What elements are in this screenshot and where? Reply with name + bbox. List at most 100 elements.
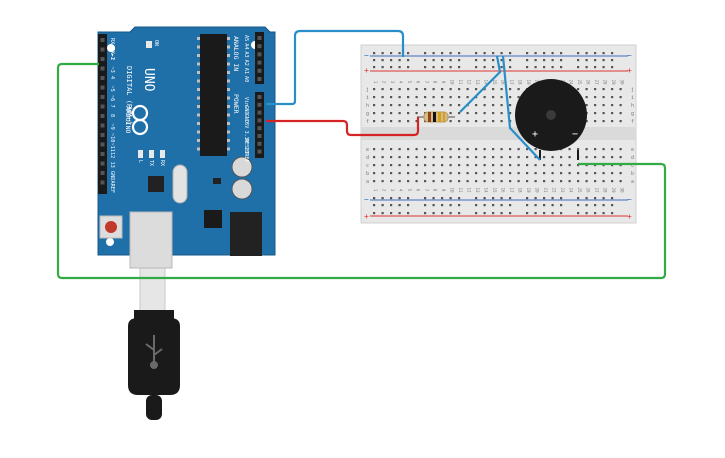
rail-hole[interactable]	[373, 204, 376, 207]
rail-hole[interactable]	[373, 197, 376, 200]
grid-hole[interactable]	[509, 104, 512, 107]
grid-hole[interactable]	[381, 172, 384, 175]
digital-pin-hole[interactable]	[100, 76, 105, 80]
grid-hole[interactable]	[415, 148, 418, 151]
rail-hole[interactable]	[585, 59, 588, 62]
rail-hole[interactable]	[509, 212, 512, 215]
rail-hole[interactable]	[458, 197, 461, 200]
grid-hole[interactable]	[509, 112, 512, 115]
resistor[interactable]	[417, 111, 455, 123]
grid-hole[interactable]	[619, 180, 622, 183]
analog-pin-hole[interactable]	[257, 44, 262, 49]
digital-pin-hole[interactable]	[100, 142, 105, 147]
grid-hole[interactable]	[585, 88, 588, 91]
grid-hole[interactable]	[611, 112, 614, 115]
grid-hole[interactable]	[407, 120, 410, 123]
digital-pin-hole[interactable]	[100, 114, 105, 118]
grid-hole[interactable]	[449, 112, 452, 115]
grid-hole[interactable]	[500, 180, 503, 183]
rail-hole[interactable]	[577, 212, 580, 215]
grid-hole[interactable]	[492, 172, 495, 175]
rail-hole[interactable]	[492, 66, 495, 69]
rail-hole[interactable]	[594, 52, 597, 55]
grid-hole[interactable]	[560, 180, 563, 183]
rail-hole[interactable]	[551, 197, 554, 200]
rail-hole[interactable]	[458, 66, 461, 69]
grid-hole[interactable]	[611, 180, 614, 183]
grid-hole[interactable]	[568, 156, 571, 159]
grid-hole[interactable]	[611, 120, 614, 123]
rail-hole[interactable]	[407, 197, 410, 200]
rail-hole[interactable]	[509, 52, 512, 55]
grid-hole[interactable]	[373, 120, 376, 123]
rail-hole[interactable]	[543, 197, 546, 200]
wire-green-loop[interactable]	[56, 62, 667, 280]
grid-hole[interactable]	[492, 120, 495, 123]
grid-hole[interactable]	[509, 88, 512, 91]
grid-hole[interactable]	[492, 180, 495, 183]
rail-hole[interactable]	[602, 52, 605, 55]
grid-hole[interactable]	[594, 112, 597, 115]
power-pin-hole[interactable]	[257, 102, 262, 107]
rail-hole[interactable]	[577, 204, 580, 207]
grid-hole[interactable]	[602, 88, 605, 91]
grid-hole[interactable]	[415, 120, 418, 123]
grid-hole[interactable]	[543, 164, 546, 167]
rail-hole[interactable]	[602, 59, 605, 62]
grid-hole[interactable]	[373, 88, 376, 91]
grid-hole[interactable]	[407, 104, 410, 107]
rail-hole[interactable]	[611, 66, 614, 69]
grid-hole[interactable]	[432, 180, 435, 183]
rail-hole[interactable]	[560, 197, 563, 200]
grid-hole[interactable]	[611, 96, 614, 99]
digital-pin-hole[interactable]	[100, 38, 105, 42]
grid-hole[interactable]	[594, 156, 597, 159]
grid-hole[interactable]	[398, 112, 401, 115]
grid-hole[interactable]	[458, 96, 461, 99]
rail-hole[interactable]	[560, 66, 563, 69]
digital-pin-hole[interactable]	[100, 171, 105, 175]
rail-hole[interactable]	[551, 66, 554, 69]
grid-hole[interactable]	[568, 180, 571, 183]
grid-hole[interactable]	[424, 148, 427, 151]
grid-hole[interactable]	[585, 172, 588, 175]
grid-hole[interactable]	[432, 104, 435, 107]
grid-hole[interactable]	[526, 172, 529, 175]
rail-hole[interactable]	[500, 212, 503, 215]
grid-hole[interactable]	[602, 112, 605, 115]
grid-hole[interactable]	[390, 104, 393, 107]
rail-hole[interactable]	[449, 197, 452, 200]
grid-hole[interactable]	[432, 164, 435, 167]
wire-blue-rail-to-resistor[interactable]	[459, 55, 502, 113]
rail-hole[interactable]	[381, 204, 384, 207]
rail-hole[interactable]	[534, 52, 537, 55]
grid-hole[interactable]	[390, 112, 393, 115]
grid-hole[interactable]	[577, 180, 580, 183]
rail-hole[interactable]	[398, 212, 401, 215]
grid-hole[interactable]	[619, 96, 622, 99]
rail-hole[interactable]	[398, 59, 401, 62]
grid-hole[interactable]	[398, 164, 401, 167]
rail-hole[interactable]	[500, 204, 503, 207]
rail-hole[interactable]	[483, 212, 486, 215]
rail-hole[interactable]	[458, 59, 461, 62]
rail-hole[interactable]	[390, 204, 393, 207]
rail-hole[interactable]	[543, 66, 546, 69]
rail-hole[interactable]	[449, 212, 452, 215]
grid-hole[interactable]	[466, 88, 469, 91]
grid-hole[interactable]	[449, 164, 452, 167]
grid-hole[interactable]	[526, 164, 529, 167]
rail-hole[interactable]	[449, 59, 452, 62]
rail-hole[interactable]	[458, 52, 461, 55]
rail-hole[interactable]	[475, 204, 478, 207]
grid-hole[interactable]	[466, 156, 469, 159]
rail-hole[interactable]	[534, 66, 537, 69]
grid-hole[interactable]	[381, 96, 384, 99]
grid-hole[interactable]	[509, 148, 512, 151]
grid-hole[interactable]	[373, 104, 376, 107]
grid-hole[interactable]	[373, 96, 376, 99]
grid-hole[interactable]	[619, 156, 622, 159]
rail-hole[interactable]	[611, 212, 614, 215]
grid-hole[interactable]	[390, 148, 393, 151]
rail-hole[interactable]	[551, 204, 554, 207]
